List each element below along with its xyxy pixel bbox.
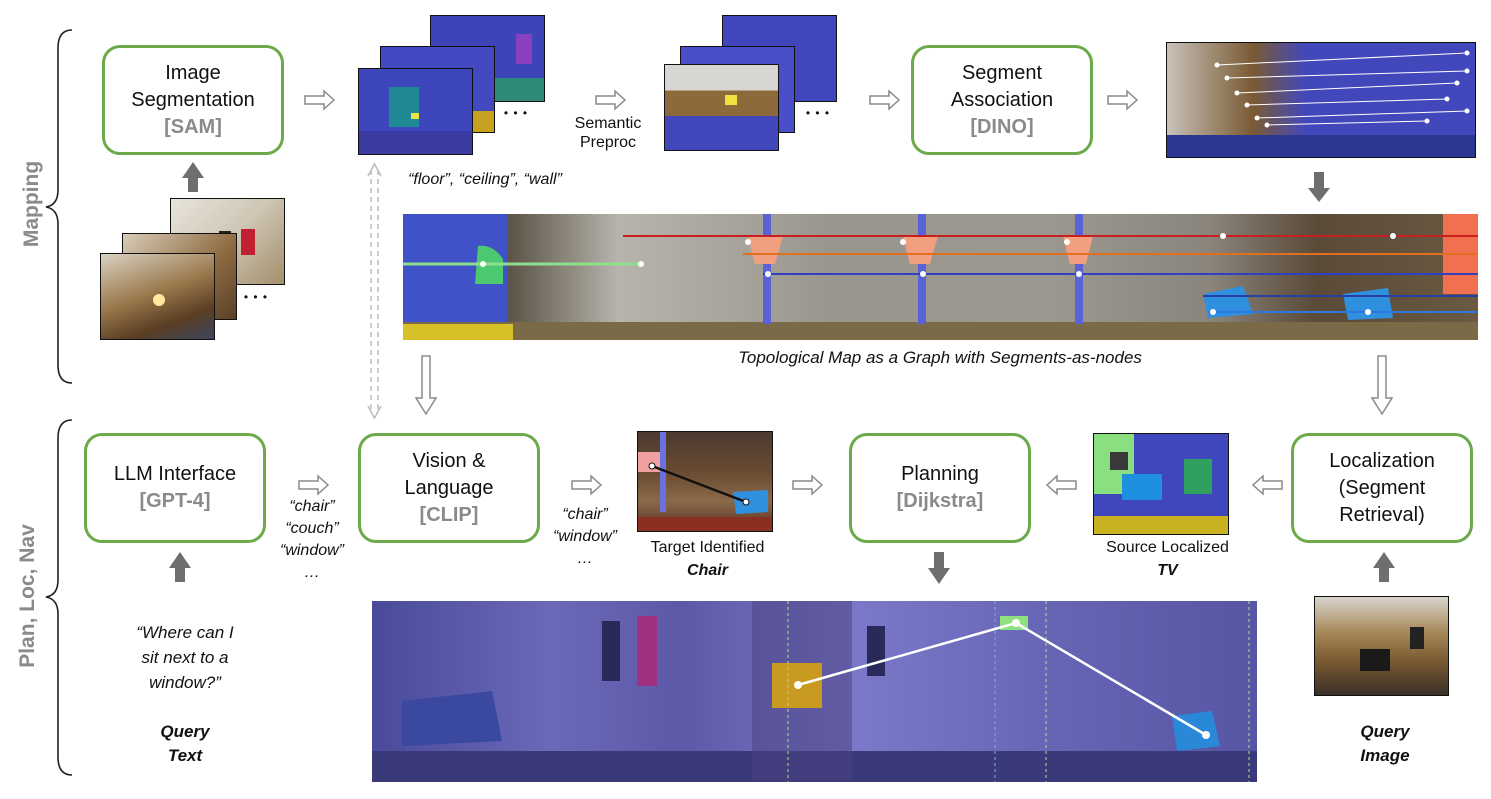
llm-out-1: “chair” (262, 496, 362, 518)
preproc-image-1 (664, 64, 779, 151)
arrow-topo-to-vl (416, 356, 436, 414)
loc-line3: Retrieval) (1339, 502, 1425, 529)
llm-out-4: … (262, 562, 362, 584)
arrow-query-to-llm (169, 552, 191, 582)
topological-map-caption: Topological Map as a Graph with Segments… (600, 348, 1280, 367)
llm-line1: LLM Interface (114, 461, 236, 488)
query-image (1314, 596, 1449, 696)
floor-ceiling-wall-caption: “floor”, “ceiling”, “wall” (385, 170, 585, 189)
arrow-vl-to-target (572, 476, 601, 494)
query-image-label-1: Query (1330, 720, 1440, 744)
vl-tool: [CLIP] (420, 502, 479, 529)
source-localized-caption: Source Localized (1080, 538, 1255, 557)
vl-out-1: “chair” (535, 504, 635, 526)
query-text-label-2: Text (130, 744, 240, 768)
plan-brace (46, 420, 72, 775)
vl-outputs: “chair” “window” … (535, 504, 635, 570)
seg-line2: Segmentation (131, 87, 254, 114)
source-image (1093, 433, 1229, 535)
seg-line1: Image (165, 60, 221, 87)
panorama-path-image (372, 601, 1257, 782)
arrow-matches-to-topo (1308, 172, 1330, 202)
planning-line1: Planning (901, 461, 979, 488)
loc-line2: (Segment (1339, 475, 1426, 502)
source-name: TV (1120, 561, 1215, 580)
seg-tool: [SAM] (164, 114, 222, 141)
arrow-target-to-planning (793, 476, 822, 494)
llm-interface-box: LLM Interface [GPT-4] (84, 433, 266, 543)
segment-matches-image (1166, 42, 1476, 158)
topological-map-strip (403, 214, 1478, 340)
arrow-images-to-seg (182, 162, 204, 192)
query-text-line3: window?” (105, 670, 265, 695)
query-image-label: Query Image (1330, 720, 1440, 768)
query-text-label-1: Query (130, 720, 240, 744)
image-segmentation-box: Image Segmentation [SAM] (102, 45, 284, 155)
preproc-ellipsis: • • • (798, 104, 838, 123)
mapping-brace (46, 30, 72, 383)
planning-tool: [Dijkstra] (897, 488, 984, 515)
assoc-line2: Association (951, 87, 1053, 114)
segment-association-box: Segment Association [DINO] (911, 45, 1093, 155)
query-text-label: Query Text (130, 720, 240, 768)
assoc-tool: [DINO] (970, 114, 1033, 141)
plan-label: Plan, Loc, Nav (16, 516, 40, 676)
arrow-assoc-to-matches (1108, 91, 1137, 109)
query-image-label-2: Image (1330, 744, 1440, 768)
semantic-line: Semantic (560, 114, 656, 133)
vl-line2: Language (405, 475, 494, 502)
arrow-preproc-to-assoc (870, 91, 899, 109)
planning-box: Planning [Dijkstra] (849, 433, 1031, 543)
arrow-source-to-planning (1047, 476, 1076, 494)
mask-image-1 (358, 68, 473, 155)
loc-line1: Localization (1329, 448, 1435, 475)
llm-out-3: “window” (262, 540, 362, 562)
arrow-loc-to-source (1253, 476, 1282, 494)
vision-language-box: Vision & Language [CLIP] (358, 433, 540, 543)
mapping-label: Mapping (20, 154, 44, 254)
query-text: “Where can I sit next to a window?” (105, 620, 265, 695)
arrow-masks-to-preproc (596, 91, 625, 109)
llm-tool: [GPT-4] (139, 488, 210, 515)
input-image-1 (100, 253, 215, 340)
arrow-seg-to-masks (305, 91, 334, 109)
query-text-line2: sit next to a (105, 645, 265, 670)
assoc-line1: Segment (962, 60, 1042, 87)
arrow-llm-to-vl (299, 476, 328, 494)
target-image (637, 431, 773, 532)
arrow-query-image-to-loc (1373, 552, 1395, 582)
arrow-topo-to-loc (1372, 356, 1392, 414)
preproc-line: Preproc (560, 133, 656, 152)
llm-out-2: “couch” (262, 518, 362, 540)
target-name: Chair (660, 561, 755, 580)
input-ellipsis: • • • (236, 288, 276, 307)
llm-outputs: “chair” “couch” “window” … (262, 496, 362, 584)
dashed-link (371, 170, 378, 412)
query-text-line1: “Where can I (105, 620, 265, 645)
localization-box: Localization (Segment Retrieval) (1291, 433, 1473, 543)
mask-ellipsis: • • • (496, 104, 536, 123)
target-identified-caption: Target Identified (620, 538, 795, 557)
vl-line1: Vision & (412, 448, 485, 475)
semantic-preproc-caption: Semantic Preproc (560, 114, 656, 152)
arrow-planning-to-pano (928, 552, 950, 584)
